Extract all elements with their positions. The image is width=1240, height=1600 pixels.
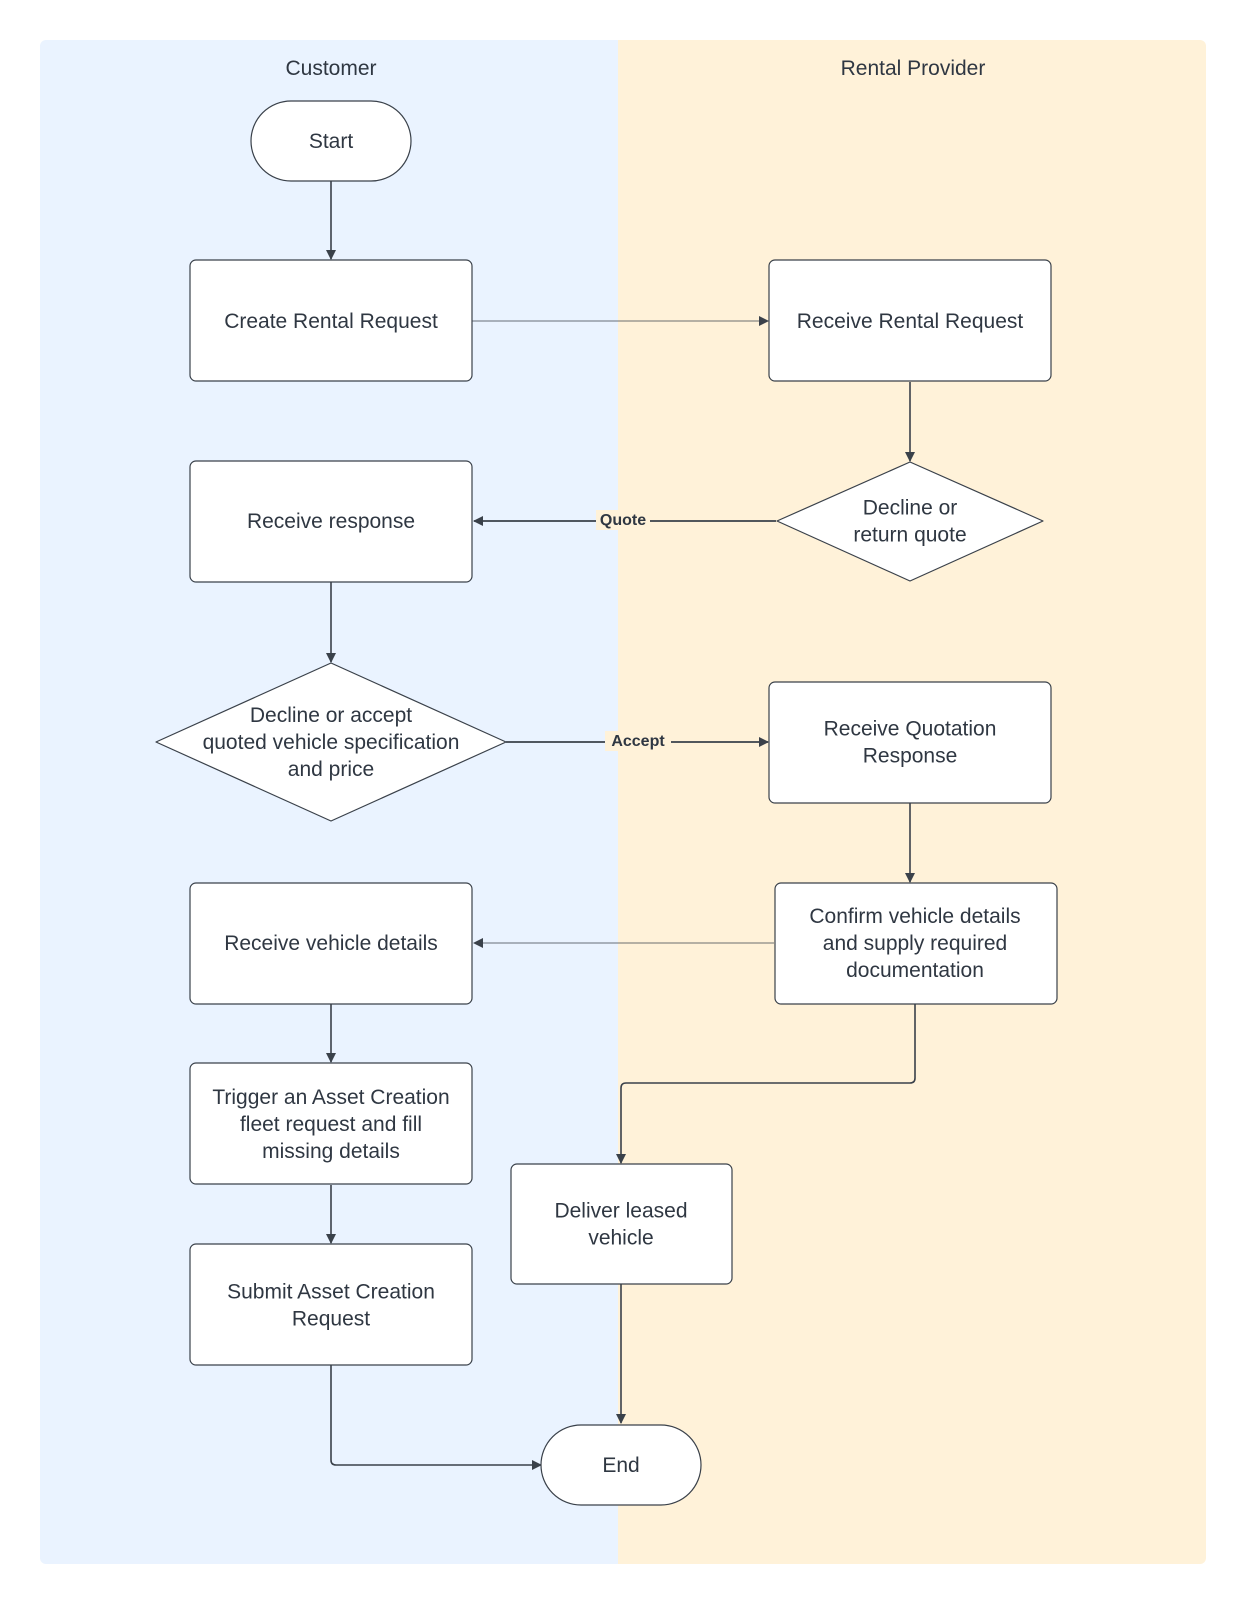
create-rental-request-node: Create Rental Request (189, 259, 473, 382)
node-label-line: missing details (262, 1140, 400, 1163)
node-label-line: vehicle (588, 1227, 653, 1250)
receive-rental-request-box (768, 259, 1052, 382)
receive-vehicle-details-node: Receive vehicle details (189, 882, 473, 1005)
trigger-asset-creation-node: Trigger an Asset Creation fleet request a… (189, 1062, 473, 1185)
node-label-line: documentation (846, 959, 984, 982)
decline-or-quote-label: Decline or return quote (853, 497, 966, 547)
edge-submit-to-end (330, 1365, 542, 1470)
confirm-vehicle-details-box (774, 882, 1058, 1005)
node-label-line: Deliver leased (554, 1200, 687, 1223)
node-label-line: fleet request and fill (240, 1113, 422, 1136)
decline-or-accept-label: Decline or accept quoted vehicle specific… (203, 704, 460, 781)
node-label-line: and price (288, 758, 374, 781)
receive-quotation-response-box (768, 681, 1052, 804)
create-rental-request-label: Create Rental Request (224, 310, 438, 333)
edge-label-quote: Quote (600, 512, 646, 529)
end-node-label: End (602, 1454, 639, 1477)
confirm-vehicle-details-label: Confirm vehicle details and supply requir… (809, 905, 1020, 982)
edge-confirm-to-deliver (616, 1004, 916, 1164)
confirm-vehicle-details-node: Confirm vehicle details and supply requir… (774, 882, 1058, 1005)
customer-lane-title: Customer (285, 57, 376, 80)
node-label-line: Create Rental Request (224, 310, 438, 333)
end-node: End (540, 1424, 702, 1506)
start-node-label: Start (309, 130, 354, 153)
provider-lane-title: Rental Provider (841, 57, 986, 80)
submit-asset-creation-box (189, 1243, 473, 1366)
node-label-line: Start (309, 130, 354, 153)
start-node: Start (250, 100, 412, 182)
node-label-line: End (602, 1454, 639, 1477)
trigger-asset-creation-box (189, 1062, 473, 1185)
node-label-line: quoted vehicle specification (203, 731, 460, 754)
node-label-line: Submit Asset Creation (227, 1281, 435, 1304)
receive-vehicle-details-label: Receive vehicle details (224, 932, 438, 955)
node-label-line: Trigger an Asset Creation (212, 1086, 449, 1109)
deliver-leased-vehicle-node: Deliver leased vehicle (510, 1163, 733, 1285)
node-label-line: Response (863, 745, 958, 768)
node-label-line: Decline or (863, 497, 958, 520)
node-label-line: Request (292, 1308, 370, 1331)
receive-vehicle-details-box (189, 882, 473, 1005)
decline-or-quote-diamond (776, 461, 1044, 582)
edge-label-accept: Accept (611, 733, 665, 750)
node-label-line: and supply required (823, 932, 1007, 955)
accept-label-bg (605, 731, 671, 751)
node-label-line: return quote (853, 524, 966, 547)
node-label-line: Receive Rental Request (797, 310, 1024, 333)
node-label-line: Receive vehicle details (224, 932, 438, 955)
node-label-line: Decline or accept (250, 704, 412, 727)
end-terminator-shape (540, 1424, 702, 1506)
receive-rental-request-label: Receive Rental Request (797, 310, 1024, 333)
trigger-asset-creation-label: Trigger an Asset Creation fleet request a… (212, 1086, 449, 1163)
decline-or-accept-decision: Decline or accept quoted vehicle specific… (155, 662, 507, 822)
node-label-line: Receive Quotation (824, 718, 997, 741)
decline-or-accept-diamond (155, 662, 507, 822)
node-label-line: Receive response (247, 510, 415, 533)
deliver-leased-vehicle-label: Deliver leased vehicle (554, 1200, 687, 1250)
start-terminator-shape (250, 100, 412, 182)
quote-label-bg (596, 510, 650, 530)
receive-rental-request-node: Receive Rental Request (768, 259, 1052, 382)
receive-response-label: Receive response (247, 510, 415, 533)
receive-response-node: Receive response (189, 460, 473, 583)
node-label-line: Confirm vehicle details (809, 905, 1020, 928)
create-rental-request-box (189, 259, 473, 382)
edges (326, 181, 916, 1470)
receive-response-box (189, 460, 473, 583)
deliver-leased-vehicle-box (510, 1163, 733, 1285)
decline-or-quote-decision: Decline or return quote (776, 461, 1044, 582)
lane-joint (618, 40, 630, 1564)
